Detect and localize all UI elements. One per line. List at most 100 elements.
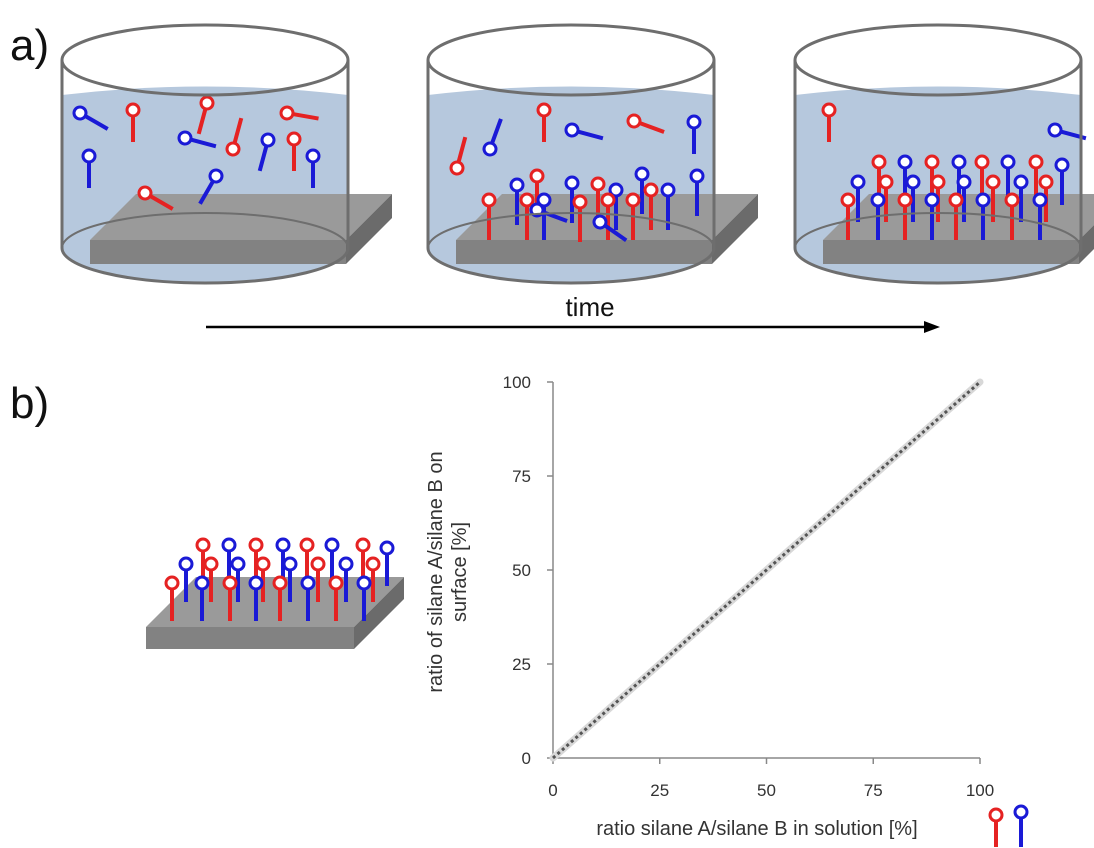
silane-a-molecule — [137, 185, 174, 211]
y-axis-title-line2: surface [%] — [449, 522, 471, 622]
x-tick-label: 75 — [864, 781, 883, 800]
beaker-2 — [426, 23, 758, 285]
silane-b-molecule — [300, 575, 316, 621]
attached-molecule — [608, 182, 624, 230]
silane-a-molecule — [536, 102, 552, 142]
silane-a-molecule-icon — [988, 807, 1004, 847]
attached-molecule — [975, 192, 991, 240]
y-tick-label: 25 — [512, 655, 531, 674]
x-axis-title: ratio silane A/silane B in solution [%] — [596, 818, 917, 840]
attached-molecule — [625, 192, 641, 240]
attached-molecule — [660, 182, 676, 230]
attached-molecule — [1054, 157, 1070, 205]
silane-a-molecule — [449, 136, 468, 176]
attached-molecule — [481, 192, 497, 240]
beaker-top-rim — [60, 23, 350, 97]
silane-a-molecule — [286, 131, 302, 171]
y-tick-label: 100 — [503, 373, 531, 392]
attached-molecule — [905, 174, 921, 222]
silane-b-molecule — [194, 575, 210, 621]
silane-b-molecule — [81, 148, 97, 188]
beakers-row — [60, 23, 1094, 285]
attached-molecule — [897, 192, 913, 240]
silane-b-molecule — [198, 168, 224, 205]
silane-a-molecule — [279, 105, 319, 121]
silane-a-molecule — [225, 117, 244, 157]
silane-a-molecule — [310, 556, 326, 602]
silane-a-molecule — [222, 575, 238, 621]
chart: 0 25 50 75 100 0 25 50 75 100 ratio silane A/sil… — [425, 373, 1029, 847]
attached-molecule — [871, 154, 887, 202]
silane-a-molecule — [164, 575, 180, 621]
beaker-top-rim — [426, 23, 716, 97]
silane-a-molecule — [255, 556, 271, 602]
attached-molecule — [643, 182, 659, 230]
attached-molecule — [948, 192, 964, 240]
silane-b-molecule — [230, 556, 246, 602]
beaker-bottom-rim — [427, 212, 715, 249]
x-tick-label: 25 — [650, 781, 669, 800]
legend — [988, 804, 1029, 847]
solution-surface — [62, 86, 348, 95]
y-tick-label: 75 — [512, 467, 531, 486]
silane-b-molecule — [72, 105, 109, 131]
silane-b-molecule — [482, 118, 503, 157]
silane-b-molecule — [686, 114, 702, 154]
series-line — [552, 380, 981, 760]
attached-molecule — [600, 192, 616, 240]
silane-a-molecule — [365, 556, 381, 602]
time-arrow — [206, 321, 940, 333]
silane-a-molecule — [203, 556, 219, 602]
silane-b-molecule — [178, 556, 194, 602]
y-axis-title-line1: ratio of silane A/silane B on — [425, 451, 447, 692]
silane-b-molecule — [305, 148, 321, 188]
silane-a-molecule — [125, 102, 141, 142]
silane-a-molecule — [626, 113, 665, 134]
silane-b-molecule — [338, 556, 354, 602]
attached-molecule — [850, 174, 866, 222]
substrate-slab — [823, 194, 1094, 264]
silane-b-molecule — [379, 540, 395, 586]
series — [549, 378, 984, 762]
attached-molecule — [689, 168, 705, 216]
silane-b-molecule — [248, 575, 264, 621]
attached-molecule — [564, 175, 580, 223]
attached-molecule — [930, 174, 946, 222]
attached-molecule — [878, 174, 894, 222]
attached-molecule — [1004, 192, 1020, 240]
y-ticks: 0 25 50 75 100 — [503, 373, 553, 768]
silane-a-molecule — [821, 102, 837, 142]
attached-molecule — [870, 192, 886, 240]
beaker-bottom-rim — [61, 212, 349, 249]
beaker-wall — [426, 60, 716, 285]
x-tick-label: 50 — [757, 781, 776, 800]
silane-a-molecule — [328, 575, 344, 621]
panel-b-label: b) — [10, 379, 49, 428]
attached-molecule — [840, 192, 856, 240]
beaker-1 — [60, 23, 392, 285]
silane-b-molecule — [564, 122, 604, 141]
beaker-wall — [793, 60, 1083, 285]
beaker-3 — [793, 23, 1094, 285]
beaker-top-rim — [793, 23, 1083, 97]
x-tick-label: 100 — [966, 781, 994, 800]
attached-molecule — [1013, 174, 1029, 222]
panel-a-label: a) — [10, 21, 49, 70]
silane-b-molecule — [282, 556, 298, 602]
beaker-bottom-rim — [794, 212, 1082, 249]
y-tick-label: 0 — [522, 749, 531, 768]
silane-b-molecule-icon — [1013, 804, 1029, 847]
solution-surface — [795, 86, 1081, 95]
y-tick-label: 50 — [512, 561, 531, 580]
silane-b-molecule — [257, 132, 276, 172]
silane-b-molecule — [177, 130, 217, 149]
silane-a-molecule — [196, 95, 215, 135]
solution-surface — [428, 86, 714, 95]
attached-molecule — [519, 192, 535, 240]
attached-molecule — [634, 166, 650, 214]
mixed-monolayer-substrate — [146, 537, 404, 649]
silane-a-molecule — [272, 575, 288, 621]
attached-molecule — [956, 174, 972, 222]
